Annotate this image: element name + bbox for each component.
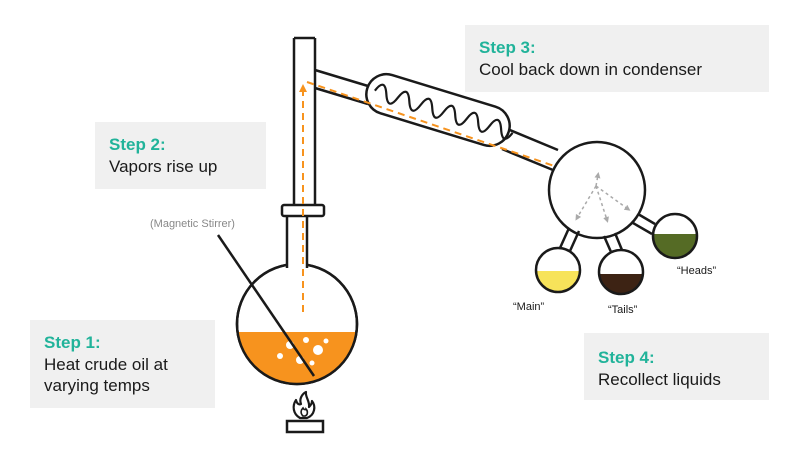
tails-fraction-label: “Tails” [608,304,638,316]
stirrer-pointer-line [216,234,316,377]
condenser [365,72,514,148]
step-4-box: Step 4: Recollect liquids [584,333,769,400]
distribution-arrows [575,172,631,223]
step-1-box: Step 1: Heat crude oil at varying temps [30,320,215,408]
main-fraction-label: “Main” [513,301,545,313]
main-fraction-flask [534,246,582,294]
heads-fraction-label: “Heads” [677,265,717,277]
step-1-title: Step 1: [44,333,101,352]
step-2-description: Vapors rise up [109,157,218,176]
step-2-box: Step 2: Vapors rise up [95,122,266,189]
step-4-description: Recollect liquids [598,370,721,389]
oil-bubbles [277,337,329,366]
step-4-title: Step 4: [598,348,655,367]
heads-fraction-flask [651,212,699,260]
step-3-title: Step 3: [479,38,536,57]
magnetic-stirrer-label: (Magnetic Stirrer) [150,218,235,230]
condenser-coil [374,83,514,140]
distillation-column [292,36,317,205]
burner-base [285,419,325,434]
side-arm-tube [314,68,559,172]
step-3-box: Step 3: Cool back down in condenser [465,25,769,92]
step-2-title: Step 2: [109,135,166,154]
step-1-description: Heat crude oil at varying temps [44,355,168,395]
step-3-description: Cool back down in condenser [479,60,703,79]
flask-neck [285,210,309,270]
collection-tubes [558,212,656,253]
receiving-flask [547,140,647,240]
boiling-flask [235,262,359,386]
vapor-flow-arrow-horizontal [306,81,570,173]
tails-fraction-flask [597,248,645,296]
flame-icon [292,390,316,420]
